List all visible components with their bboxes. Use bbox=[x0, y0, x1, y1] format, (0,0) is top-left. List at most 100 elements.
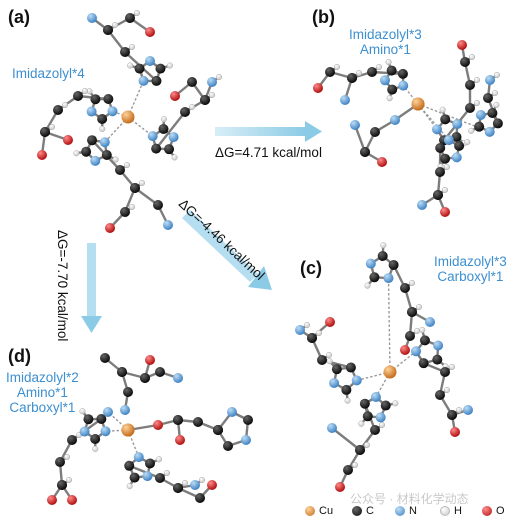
carbon-atom bbox=[460, 57, 470, 67]
carbon-atom bbox=[447, 410, 457, 420]
carbon-atom bbox=[173, 483, 183, 493]
carbon-atom bbox=[359, 398, 370, 409]
nitrogen-atom bbox=[417, 200, 427, 210]
c-atom-icon bbox=[352, 506, 362, 516]
hydrogen-atom bbox=[443, 163, 451, 171]
nitrogen-atom bbox=[120, 405, 130, 415]
carbon-atom bbox=[90, 94, 101, 105]
hydrogen-atom bbox=[455, 406, 463, 414]
nitrogen-atom bbox=[383, 273, 394, 284]
panel-label-c: (c) bbox=[300, 258, 322, 278]
nitrogen-atom bbox=[432, 124, 443, 135]
carbon-atom bbox=[388, 259, 399, 270]
nitrogen-atom bbox=[241, 435, 251, 445]
oxygen-atom bbox=[145, 27, 155, 37]
carbon-atom bbox=[115, 165, 125, 175]
hydrogen-atom bbox=[380, 242, 387, 249]
nitrogen-atom bbox=[147, 131, 158, 142]
hydrogen-atom bbox=[111, 21, 119, 29]
hydrogen-atom bbox=[443, 386, 451, 394]
carbon-atom bbox=[386, 65, 397, 76]
arrow-to-b bbox=[215, 121, 322, 142]
legend-h-label: H bbox=[454, 505, 462, 517]
hydrogen-atom bbox=[166, 62, 173, 69]
hydrogen-atom bbox=[163, 469, 171, 477]
nitrogen-atom bbox=[99, 137, 110, 148]
ligand-d-1: Imidazolyl*2 bbox=[6, 370, 79, 385]
ligands-b: Imidazolyl*3 Amino*1 bbox=[349, 27, 422, 57]
carbon-atom bbox=[155, 63, 166, 74]
nitrogen-atom bbox=[433, 340, 444, 351]
nitrogen-atom bbox=[107, 106, 118, 117]
nitrogen-atom bbox=[351, 375, 362, 386]
nitrogen-atom bbox=[340, 95, 350, 105]
hydrogen-atom bbox=[303, 321, 311, 329]
hydrogen-atom bbox=[378, 421, 386, 429]
nitrogen-atom bbox=[133, 452, 144, 463]
hydrogen-atom bbox=[408, 279, 416, 287]
hydrogen-atom bbox=[208, 91, 216, 99]
carbon-atom bbox=[123, 387, 133, 397]
carbon-atom bbox=[400, 283, 410, 293]
carbon-atom bbox=[377, 251, 388, 262]
oxygen-atom bbox=[377, 157, 387, 167]
hydrogen-atom bbox=[128, 43, 136, 51]
carbon-atom bbox=[55, 457, 65, 467]
nitrogen-atom bbox=[168, 132, 179, 143]
nitrogen-atom bbox=[145, 56, 156, 66]
carbon-atom bbox=[440, 153, 451, 164]
carbon-atom bbox=[307, 333, 317, 343]
nitrogen-atom bbox=[163, 220, 173, 230]
copper-atom bbox=[121, 110, 135, 124]
nitrogen-atom bbox=[103, 407, 113, 417]
hydrogen-atom bbox=[473, 99, 481, 107]
hydrogen-atom bbox=[355, 69, 363, 77]
oxygen-atom bbox=[335, 482, 345, 492]
carbon-atom bbox=[130, 183, 140, 193]
carbon-atom bbox=[440, 114, 451, 125]
hydrogen-atom bbox=[413, 327, 421, 335]
nitrogen-atom bbox=[463, 405, 473, 415]
carbon-atom bbox=[465, 80, 475, 90]
oxygen-atom bbox=[325, 317, 335, 327]
nitrogen-atom bbox=[90, 155, 101, 166]
o-atom-icon bbox=[482, 506, 492, 516]
carbon-atom bbox=[120, 47, 130, 57]
nitrogen-atom bbox=[329, 377, 340, 388]
oxygen-atom bbox=[457, 40, 467, 50]
hydrogen-atom bbox=[439, 106, 446, 113]
oxygen-atom bbox=[175, 435, 185, 445]
hydrogen-atom bbox=[325, 351, 333, 359]
ligand-d-3: Carboxyl*1 bbox=[9, 400, 76, 415]
legend-cu-label: Cu bbox=[319, 505, 334, 517]
carbon-atom bbox=[407, 307, 417, 317]
carbon-atom bbox=[397, 68, 408, 79]
hydrogen-atom bbox=[92, 445, 99, 452]
carbon-atom bbox=[360, 147, 370, 157]
carbon-atom bbox=[435, 390, 445, 400]
carbon-atom bbox=[173, 415, 183, 425]
hydrogen-atom bbox=[326, 358, 333, 365]
carbon-atom bbox=[90, 433, 101, 444]
carbon-atom bbox=[433, 190, 443, 200]
carbon-atom bbox=[57, 480, 67, 490]
nitrogen-atom bbox=[411, 346, 422, 357]
nitrogen-atom bbox=[475, 110, 486, 121]
molecule-d bbox=[47, 353, 253, 505]
molecule-c bbox=[295, 242, 473, 492]
coordination-bond bbox=[387, 278, 391, 373]
carbon-atom bbox=[193, 417, 203, 427]
carbon-atom bbox=[124, 460, 135, 471]
nitrogen-atom bbox=[365, 258, 376, 269]
carbon-atom bbox=[419, 335, 430, 346]
legend-o-label: O bbox=[496, 505, 505, 517]
n-atom-icon bbox=[395, 506, 405, 516]
arrow-to-d bbox=[81, 243, 102, 333]
ligand-c-2: Carboxyl*1 bbox=[437, 269, 504, 284]
nitrogen-atom bbox=[451, 152, 462, 163]
hydrogen-atom bbox=[198, 476, 206, 484]
hydrogen-atom bbox=[138, 179, 146, 187]
carbon-atom bbox=[440, 367, 450, 377]
carbon-atom bbox=[151, 143, 162, 154]
carbon-atom bbox=[325, 67, 335, 77]
